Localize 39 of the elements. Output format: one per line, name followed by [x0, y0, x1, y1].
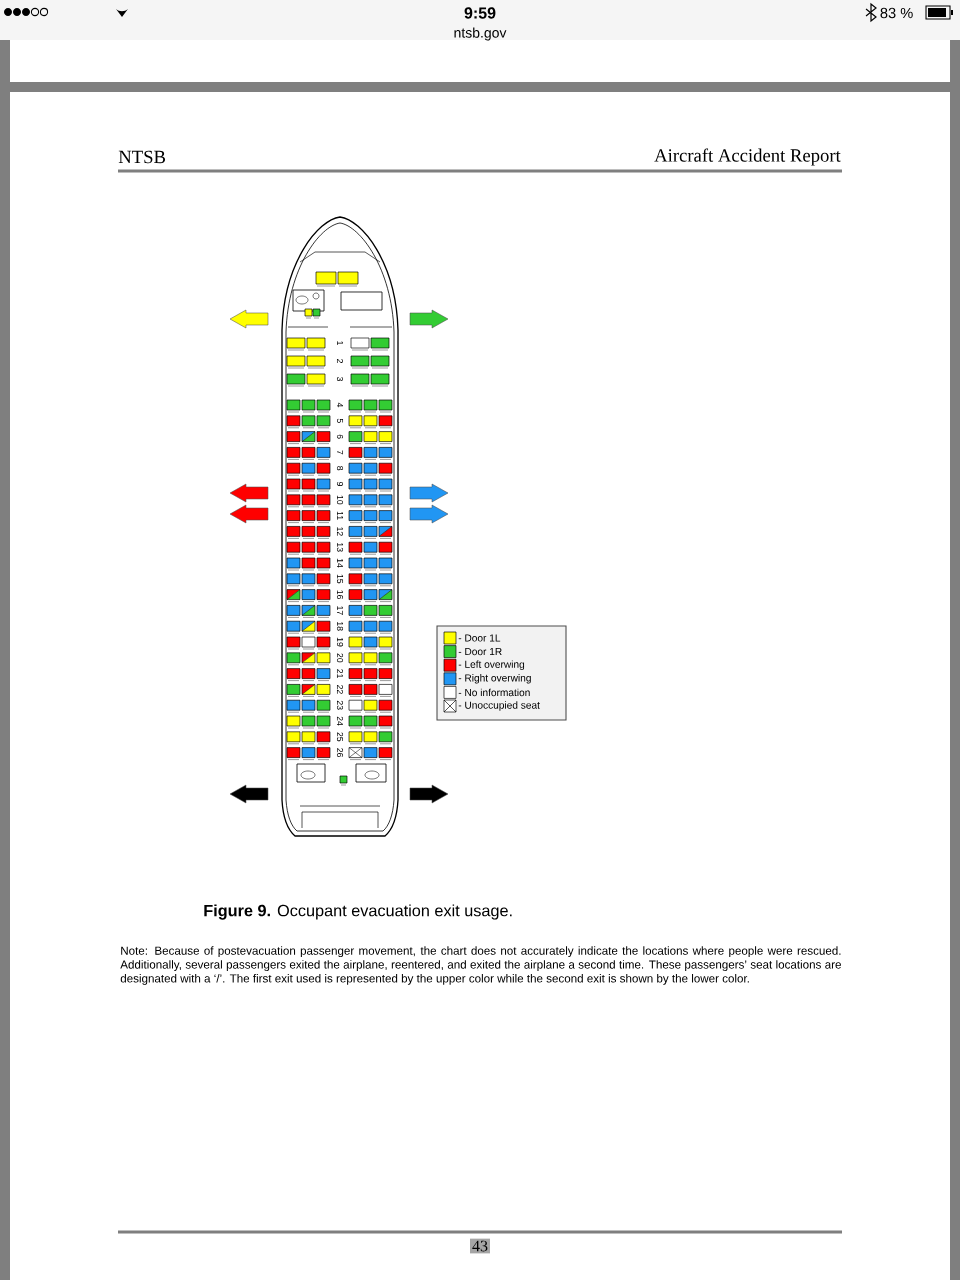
row-number: 24 — [337, 716, 343, 726]
row-number: 5 — [337, 418, 344, 423]
battery-percent: 83 % — [880, 7, 913, 19]
row-number: 12 — [337, 527, 343, 536]
header-text: NTSB — [118, 150, 166, 164]
legend-label: - Left overwing — [458, 660, 525, 670]
row-number: 18 — [336, 622, 344, 631]
row-number: 20 — [336, 653, 344, 663]
row-number: 10 — [336, 495, 344, 505]
row-number: 22 — [337, 685, 343, 694]
row-number: 17 — [337, 606, 343, 615]
row-number: 7 — [337, 450, 343, 455]
row-number: 16 — [336, 590, 344, 600]
row-number: 13 — [336, 543, 344, 552]
row-number: 8 — [336, 466, 344, 471]
legend-label: - Door 1L — [458, 634, 501, 642]
row-number: 1 — [337, 341, 343, 345]
row-number: 2 — [337, 359, 343, 363]
status-time: 9:59 — [464, 7, 496, 19]
note-paragraph: Note: Because of postevacuation passenger movement, the chart does not accurately indicate the locations where people were rescued. Additionally, several passengers exited the airplane, reentered, and exited the airplane a second time. These passengers’ seat locations are designated with a ‘/’. The first exit used is represented by the upper color while the second exit is shown by the lower color. — [120, 946, 841, 985]
row-number: 21 — [337, 669, 343, 678]
figure-caption: Figure 9. Occupant evacuation exit usage. — [204, 904, 512, 920]
header-text: Aircraft Accident Report — [654, 148, 841, 166]
legend-label: - Door 1R — [458, 648, 502, 656]
row-number: 4 — [337, 402, 343, 408]
row-number: 19 — [336, 637, 344, 647]
legend-label: - No information — [458, 688, 530, 697]
row-number: 11 — [337, 511, 343, 520]
row-number: 6 — [336, 434, 344, 439]
row-number: 23 — [336, 700, 344, 710]
legend-label: - Unoccupied seat — [458, 701, 540, 711]
row-number: 15 — [337, 574, 344, 584]
row-number: 9 — [336, 482, 344, 486]
page-address: ntsb.gov — [454, 27, 507, 41]
row-number: 3 — [336, 376, 344, 382]
row-number: 25 — [336, 732, 344, 742]
legend-label: - Right overwing — [458, 674, 531, 684]
row-number: 14 — [337, 558, 343, 568]
row-number: 26 — [336, 748, 344, 758]
